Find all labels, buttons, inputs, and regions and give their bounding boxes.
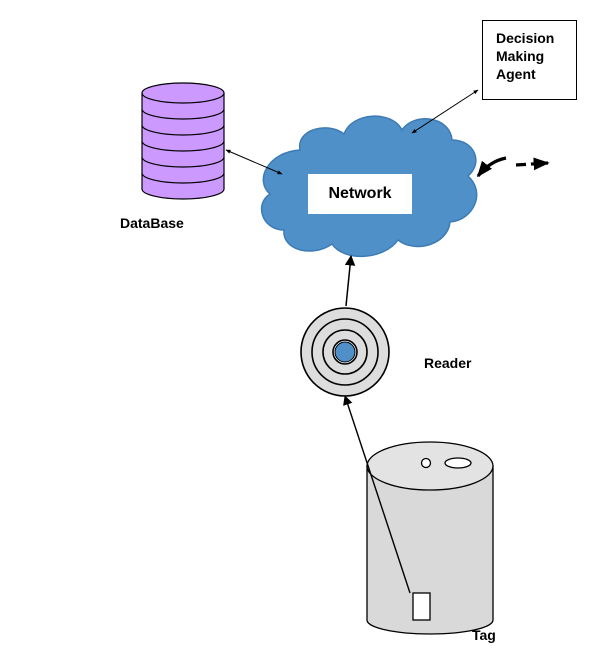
agent-label-line-3: Agent [496, 66, 536, 82]
canister-icon [366, 441, 494, 635]
agent-label-line-1: Decision [496, 30, 555, 46]
network-label: Network [308, 174, 412, 214]
db-network-arrow [225, 149, 283, 175]
agent-network-arrow [411, 89, 479, 134]
database-label: DataBase [106, 205, 236, 241]
tag-chip [412, 592, 431, 621]
connector-arrows [225, 89, 550, 594]
tag-label: Tag [472, 627, 496, 643]
outbound-arrow [515, 157, 550, 171]
database-cylinder-icon [141, 82, 225, 200]
curved-inbound-arrow [476, 156, 507, 178]
reader-label: Reader [412, 346, 516, 380]
agent-label-line-2: Making [496, 48, 545, 64]
concentric-rings-icon [300, 307, 390, 397]
decision-making-agent-box: Decision Making Agent [482, 20, 577, 100]
reader-network-arrow [344, 254, 356, 307]
tag-reader-arrow [343, 395, 411, 594]
